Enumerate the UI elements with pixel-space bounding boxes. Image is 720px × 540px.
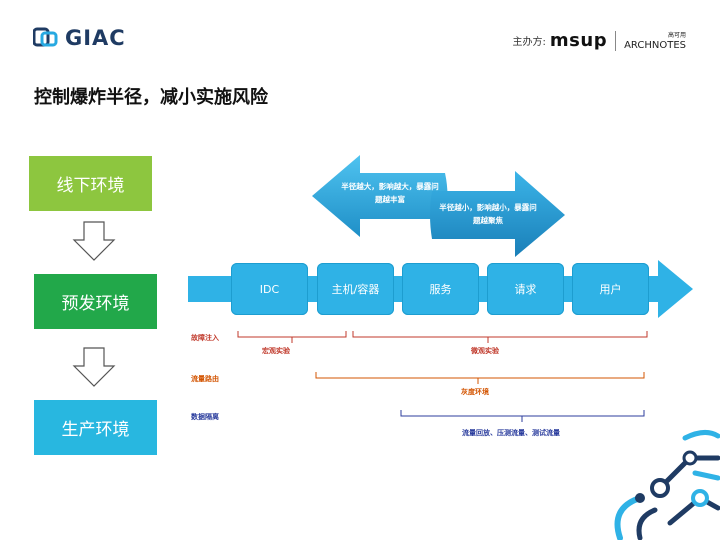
archnotes-logo: 高可用 ARCHNOTES <box>624 31 686 51</box>
decorative-network-graphic <box>614 430 720 540</box>
giac-logo: GIAC <box>33 26 126 50</box>
left-arrow-icon <box>312 155 448 237</box>
env-offline: 线下环境 <box>29 156 152 211</box>
archnotes-text: ARCHNOTES <box>624 39 686 51</box>
slide-title: 控制爆炸半径，减小实施风险 <box>34 87 268 108</box>
row-label-data-isolation: 数据隔离 <box>191 413 219 421</box>
left-arrow-text: 半径越大，影响越大，暴露问题越丰富 <box>341 182 439 204</box>
right-arrow-icon <box>430 171 565 257</box>
bracket-micro <box>352 331 648 343</box>
stage-host-container: 主机/容器 <box>317 263 394 315</box>
row-label-fault-injection: 故障注入 <box>191 334 219 342</box>
down-arrow-icon <box>72 221 116 261</box>
stage-service: 服务 <box>402 263 479 315</box>
right-arrow-text: 半径越小，影响越小，暴露问题越聚焦 <box>439 203 537 225</box>
bracket-label-micro: 微观实验 <box>471 347 499 355</box>
logo-text: GIAC <box>65 26 126 50</box>
bracket-label-gray: 灰度环境 <box>461 388 489 396</box>
stage-idc: IDC <box>231 263 308 315</box>
msup-logo: msup <box>549 30 608 51</box>
stage-request: 请求 <box>487 263 564 315</box>
bracket-label-data: 流量回放、压测流量、测试流量 <box>462 429 560 437</box>
archnotes-cn: 高可用 <box>667 31 686 39</box>
sponsor-label: 主办方: <box>512 37 546 48</box>
giac-logo-icon <box>33 27 58 47</box>
stage-user: 用户 <box>572 263 649 315</box>
bracket-data <box>400 410 645 422</box>
row-label-traffic-routing: 流量路由 <box>191 375 219 383</box>
bracket-gray <box>315 372 645 384</box>
down-arrow-icon <box>72 347 116 387</box>
env-production: 生产环境 <box>34 400 157 455</box>
sponsor-divider <box>615 30 617 51</box>
bracket-label-macro: 宏观实验 <box>262 347 290 355</box>
bracket-macro <box>237 331 347 343</box>
env-staging: 预发环境 <box>34 274 157 329</box>
sponsor-block: 主办方: msup 高可用 ARCHNOTES <box>513 30 686 51</box>
radius-arrows <box>312 155 565 257</box>
